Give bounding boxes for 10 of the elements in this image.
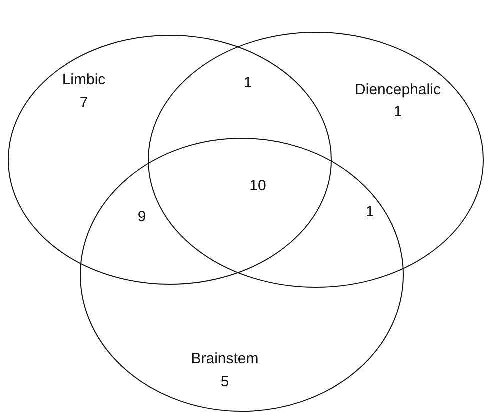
overlap-count: 9 [138, 210, 146, 224]
set-name: Diencephalic [355, 82, 441, 98]
count-value: 1 [394, 104, 402, 120]
overlap-count: 10 [250, 178, 266, 194]
count-value: 5 [220, 374, 230, 390]
overlap-count: 1 [366, 204, 374, 220]
overlap-count: 1 [244, 76, 252, 90]
set-name: Limbic [62, 72, 106, 88]
count-value: 7 [80, 96, 88, 110]
set-name: Brainstem [191, 352, 259, 366]
